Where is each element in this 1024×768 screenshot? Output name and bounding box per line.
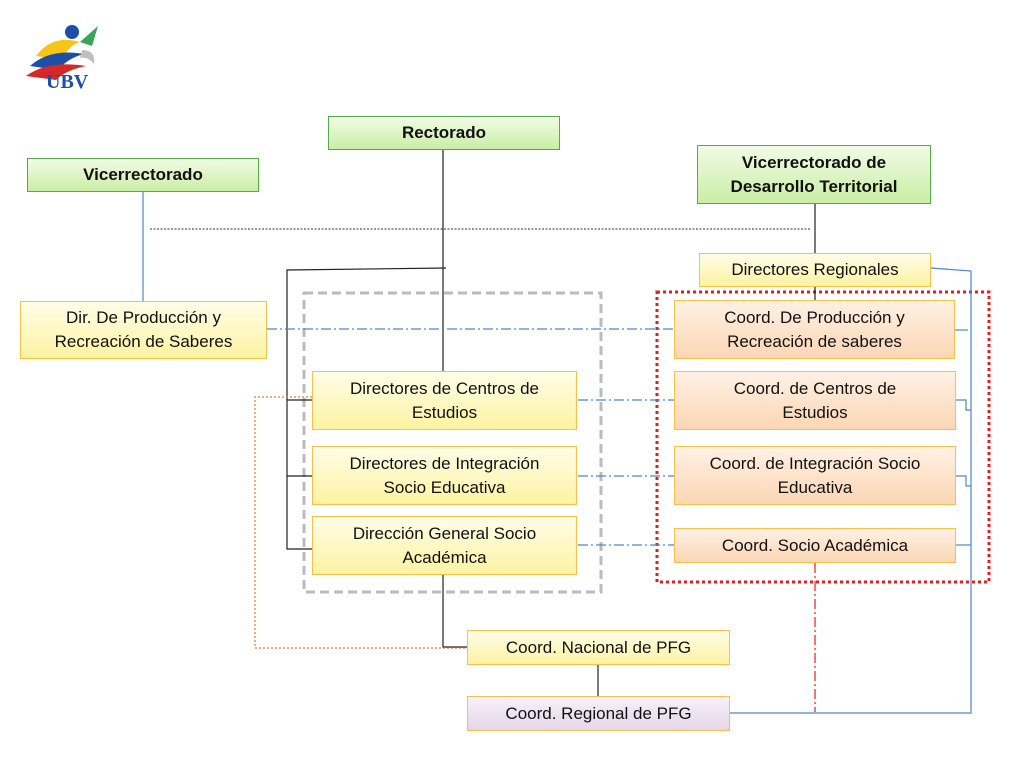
svg-text:UBV: UBV <box>46 71 89 92</box>
directores-regionales-box: Directores Regionales <box>699 253 931 287</box>
vicerrectorado-territorial-box: Vicerrectorado de Desarrollo Territorial <box>697 145 931 204</box>
coord-centros-label: Coord. de Centros de Estudios <box>733 378 897 422</box>
coord-nacional-box: Coord. Nacional de PFG <box>467 630 730 665</box>
coord-centros-box: Coord. de Centros de Estudios <box>674 371 956 430</box>
directores-centros-label: Directores de Centros de Estudios <box>350 378 539 422</box>
ubv-logo: UBV <box>22 20 106 93</box>
rectorado-box: Rectorado <box>328 116 560 150</box>
coord-integracion-label: Coord. de Integración Socio Educativa <box>709 453 921 497</box>
territorial-group-frame <box>655 290 991 584</box>
coord-nacional-label: Coord. Nacional de PFG <box>505 637 692 657</box>
pfg-dotted-link <box>254 396 467 649</box>
central-group-frame <box>302 291 603 594</box>
coord-socio-box: Coord. Socio Académica <box>674 528 956 563</box>
vicerrectorado-territorial-label: Vicerrectorado de Desarrollo Territorial <box>730 152 898 196</box>
directores-centros-box: Directores de Centros de Estudios <box>312 371 577 430</box>
dir-produccion-label: Dir. De Producción y Recreación de Saber… <box>54 308 233 351</box>
vicerrectorado-box: Vicerrectorado <box>27 158 259 192</box>
coordination-links <box>267 328 674 546</box>
coord-regional-box: Coord. Regional de PFG <box>467 696 730 731</box>
rectorado-label: Rectorado <box>401 123 487 142</box>
directores-integracion-label: Directores de Integración Socio Educativ… <box>349 453 540 497</box>
directores-integracion-box: Directores de Integración Socio Educativ… <box>312 446 577 505</box>
coord-regional-label: Coord. Regional de PFG <box>505 703 692 723</box>
directores-regionales-label: Directores Regionales <box>731 260 899 279</box>
regional-lines <box>142 192 972 714</box>
direccion-general-box: Dirección General Socio Académica <box>312 516 577 575</box>
vicerrectorado-label: Vicerrectorado <box>83 165 203 184</box>
coord-socio-label: Coord. Socio Académica <box>721 535 909 555</box>
coord-integracion-box: Coord. de Integración Socio Educativa <box>674 446 956 505</box>
direccion-general-label: Dirección General Socio Académica <box>352 523 537 567</box>
hierarchy-lines <box>286 150 816 696</box>
coord-produccion-box: Coord. De Producción y Recreación de sab… <box>674 300 955 359</box>
dir-produccion-box: Dir. De Producción y Recreación de Saber… <box>20 301 267 359</box>
coord-produccion-label: Coord. De Producción y Recreación de sab… <box>724 307 905 351</box>
